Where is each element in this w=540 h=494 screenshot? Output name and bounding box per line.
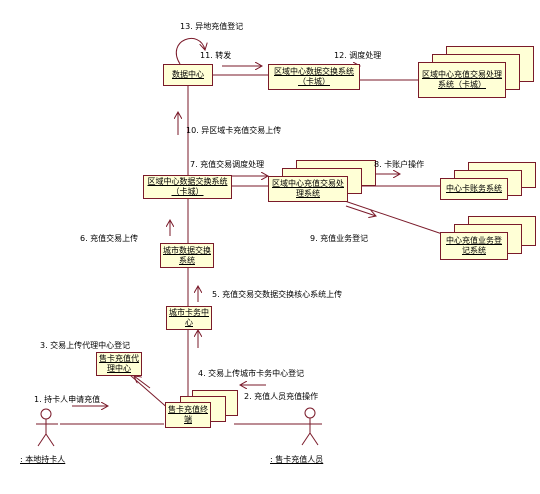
message-1: 1. 持卡人申请充值 (34, 395, 101, 404)
arrow-m9 (345, 205, 376, 216)
link-agent-terminal (129, 374, 171, 411)
message-11: 11. 转发 (200, 51, 232, 60)
message-7: 7. 充值交易调度处理 (190, 160, 265, 169)
arrow-m3 (134, 376, 151, 389)
message-9: 9. 充值业务登记 (310, 234, 369, 243)
node-city-card-service[interactable]: 城市卡务中心 (166, 306, 212, 330)
node-city-exchange[interactable]: 城市数据交换系统 (160, 243, 214, 268)
node-center-recharge-register[interactable]: 中心充值业务登记系统 (440, 232, 508, 260)
message-6: 6. 充值交易上传 (80, 234, 139, 243)
node-regional-recharge-mid[interactable]: 区域中心充值交易处理系统 (268, 176, 348, 202)
message-4: 4. 交易上传城市卡务中心登记 (198, 369, 305, 378)
node-regional-exchange-top[interactable]: 区域中心数据交换系统（卡城） (268, 64, 360, 90)
message-12: 12. 调度处理 (334, 51, 382, 60)
node-center-card-service[interactable]: 中心卡账务系统 (440, 178, 508, 200)
message-13: 13. 异地充值登记 (180, 22, 244, 31)
node-agent-center[interactable]: 售卡充值代理中心 (96, 352, 142, 376)
link-recharge-register (329, 195, 461, 241)
actor-cardholder-label: : 本地持卡人 (20, 455, 66, 464)
node-data-center[interactable]: 数据中心 (163, 64, 213, 86)
node-regional-exchange-mid[interactable]: 区域中心数据交换系统（卡城） (143, 175, 232, 199)
node-terminal[interactable]: 售卡充值终端 (165, 402, 211, 428)
message-2: 2. 充值人员充值操作 (244, 392, 319, 401)
actor-operator-figure (298, 407, 322, 446)
node-regional-recharge-top[interactable]: 区域中心充值交易处理系统（卡城） (418, 62, 506, 98)
message-8: 8. 卡账户操作 (374, 160, 425, 169)
actor-operator-label: : 售卡充值人员 (270, 455, 324, 464)
message-10: 10. 异区域卡充值交易上传 (186, 126, 282, 135)
message-5: 5. 充值交易交数据交换核心系统上传 (212, 290, 343, 299)
actor-cardholder-figure (36, 408, 58, 447)
loop-datacenter (175, 38, 205, 65)
message-3: 3. 交易上传代理中心登记 (40, 341, 131, 350)
